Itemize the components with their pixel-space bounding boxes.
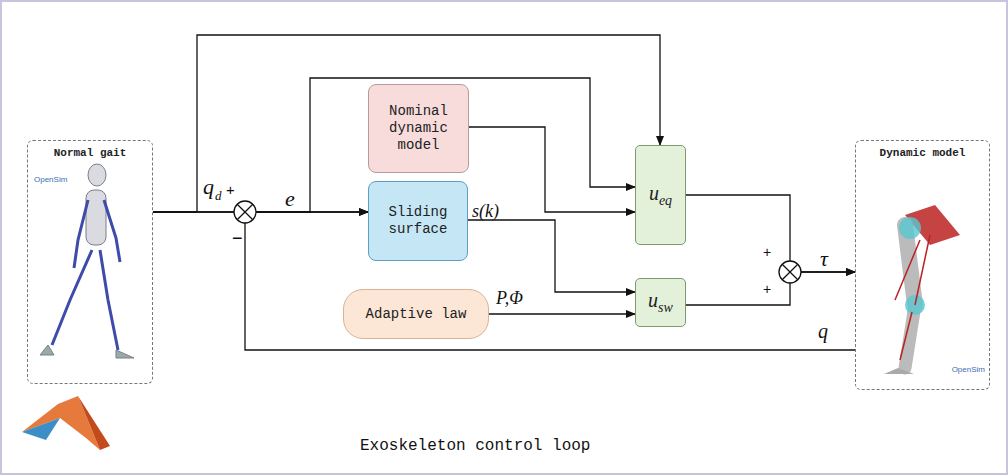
signal-line — [489, 313, 635, 314]
signal-line — [686, 272, 855, 305]
panel-heading: Normal gait — [28, 147, 152, 160]
summing-junction — [779, 261, 801, 283]
process-box: Nominal dynamic model — [368, 84, 469, 173]
math-symbol: u — [649, 182, 659, 204]
edge-label: e — [285, 186, 295, 212]
box-text: Nominal dynamic model — [369, 103, 468, 153]
box-text: Sliding surface — [369, 204, 467, 238]
signal-subscript: d — [215, 188, 222, 204]
signal-name: τ — [820, 246, 828, 272]
edge-label: q — [818, 320, 828, 343]
process-box: Sliding surface — [368, 181, 468, 261]
matlab-logo — [22, 396, 110, 450]
edge-label: P,Φ — [496, 288, 523, 309]
box-text: Adaptive law — [360, 306, 473, 323]
sign-label: + — [763, 244, 771, 260]
signal-line — [468, 220, 635, 292]
logo-text: OpenSim — [952, 365, 985, 375]
skeleton-figure — [40, 164, 134, 358]
signal-name: q — [203, 174, 214, 200]
math-symbol: u — [648, 289, 658, 311]
model-panel: Dynamic modelOpenSim — [855, 140, 990, 390]
logo-text: OpenSim — [34, 175, 67, 185]
sign-label: − — [232, 228, 243, 249]
caption: Exoskeleton control loop — [360, 437, 590, 455]
sign-label: + — [226, 181, 235, 198]
math-subscript: eq — [659, 193, 672, 208]
controller-box: usw — [635, 278, 686, 327]
signal-line — [469, 127, 635, 212]
summing-junction — [234, 201, 256, 223]
process-box: Adaptive law — [343, 289, 489, 339]
exoskeleton-figure — [884, 205, 960, 374]
signal-line — [686, 195, 855, 272]
edge-label: s(k) — [472, 201, 499, 222]
panel-heading: Dynamic model — [856, 147, 989, 160]
math-subscript: sw — [658, 300, 673, 315]
sign-label: + — [763, 281, 771, 297]
controller-box: ueq — [635, 145, 686, 245]
signal-line — [245, 212, 855, 350]
gait-panel: Normal gaitOpenSim — [27, 140, 153, 384]
